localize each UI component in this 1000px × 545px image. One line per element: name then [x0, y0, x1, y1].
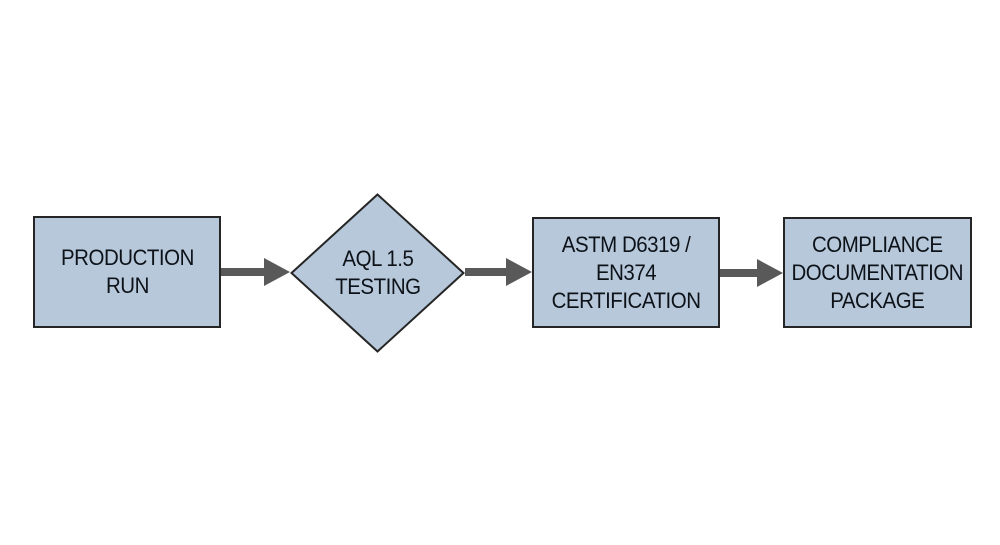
- label-line: AQL 1.5: [341, 246, 414, 271]
- label-line: PRODUCTION: [60, 245, 194, 270]
- arrow-shaft: [720, 269, 757, 277]
- arrow-shaft: [221, 268, 264, 276]
- node-aql-testing-decision: AQL 1.5 TESTING: [290, 193, 465, 353]
- label-line: CERTIFICATION: [551, 287, 701, 313]
- diamond-shape: [290, 193, 465, 353]
- node-compliance-package-label: COMPLIANCE DOCUMENTATION PACKAGE: [792, 231, 964, 315]
- node-compliance-package: COMPLIANCE DOCUMENTATION PACKAGE: [783, 217, 972, 328]
- arrow-head-icon: [757, 259, 783, 287]
- flow-arrow-3: [720, 259, 783, 287]
- flow-arrow-1: [221, 258, 290, 286]
- label-line: DOCUMENTATION: [791, 259, 964, 285]
- label-line: TESTING: [334, 274, 421, 299]
- node-astm-certification: ASTM D6319 / EN374 CERTIFICATION: [532, 217, 720, 328]
- label-line: COMPLIANCE: [812, 231, 943, 257]
- node-production-run-label: PRODUCTION RUN: [61, 244, 194, 300]
- arrow-head-icon: [506, 258, 532, 286]
- label-line: PACKAGE: [830, 287, 925, 313]
- node-astm-certification-label: ASTM D6319 / EN374 CERTIFICATION: [552, 231, 701, 315]
- node-production-run: PRODUCTION RUN: [33, 216, 221, 328]
- label-line: ASTM D6319 /: [561, 231, 691, 257]
- label-line: RUN: [105, 273, 149, 298]
- arrow-head-icon: [264, 258, 290, 286]
- label-line: EN374: [595, 259, 657, 285]
- flow-arrow-2: [465, 258, 532, 286]
- arrow-shaft: [465, 268, 506, 276]
- node-aql-testing-label: AQL 1.5 TESTING: [334, 245, 421, 301]
